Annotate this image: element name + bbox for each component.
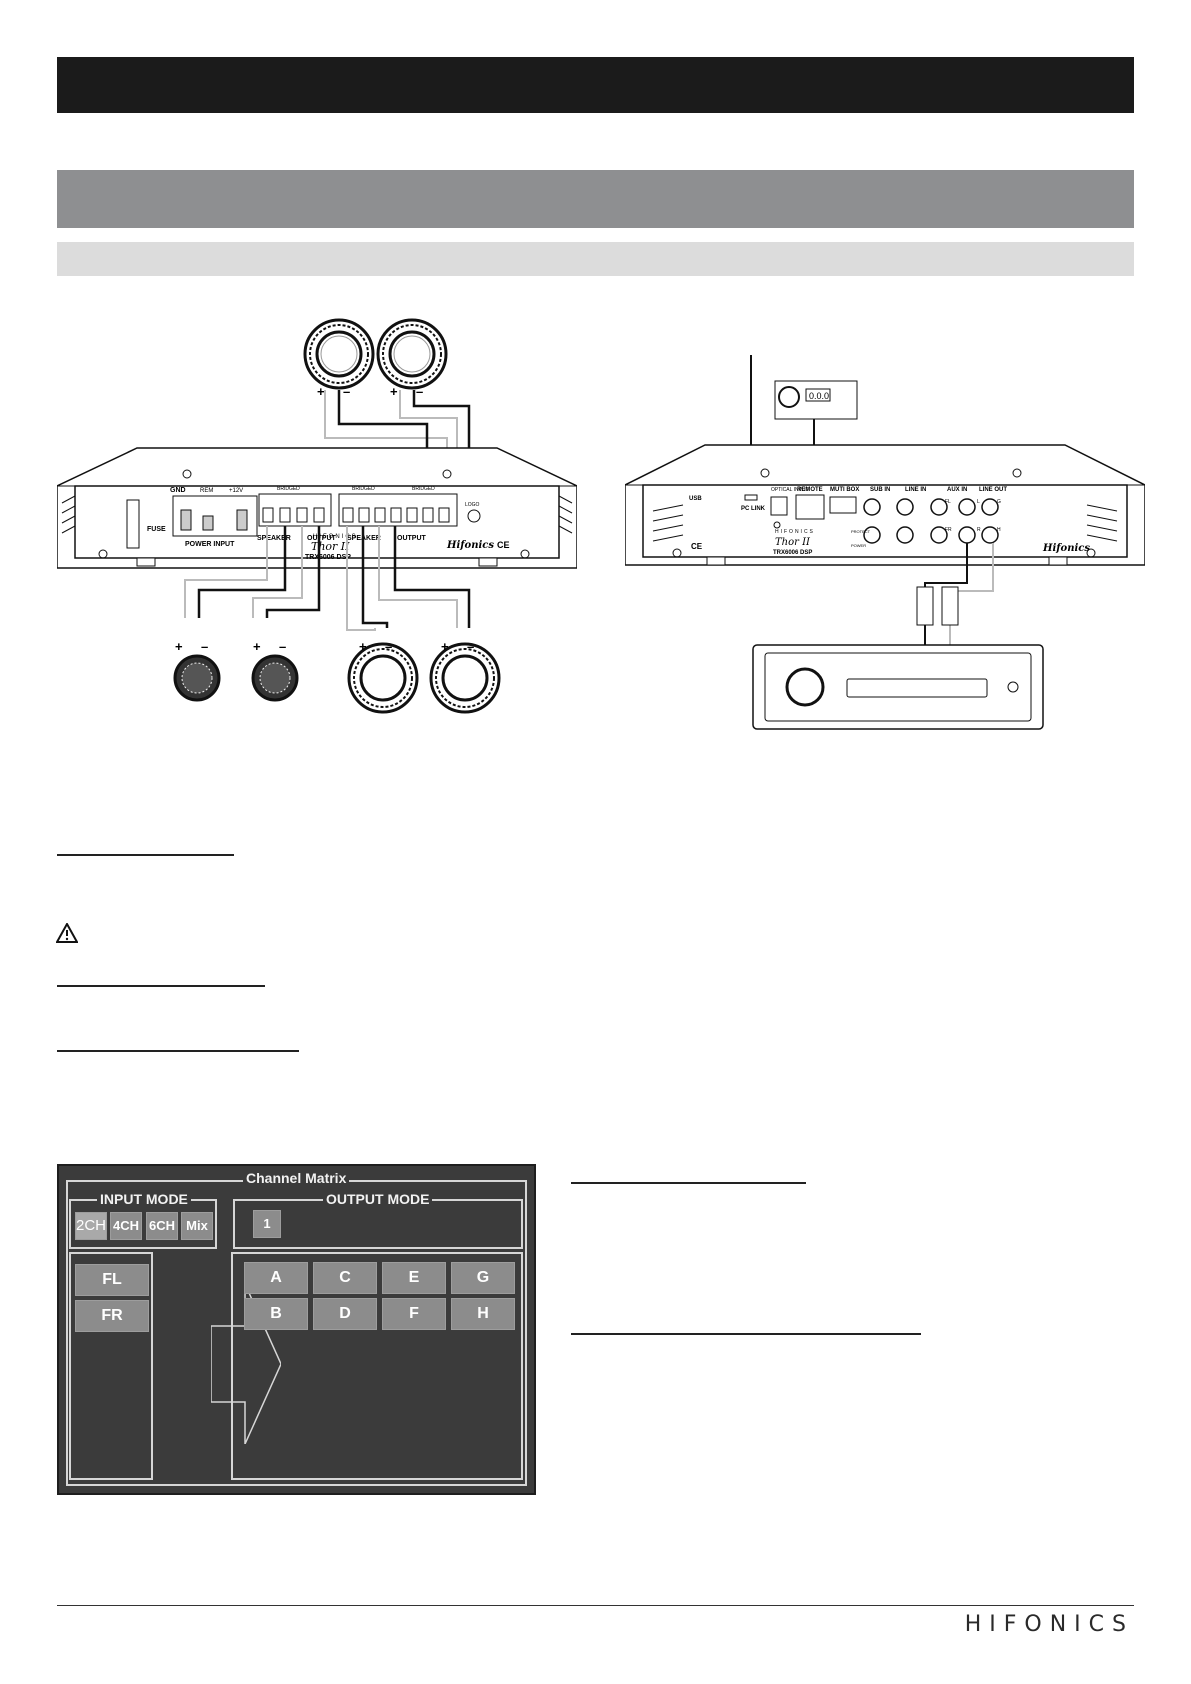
svg-text:FL: FL (945, 499, 951, 505)
speaker-wiring-diagram: + – + – FUSE GND REM +12V POWER INPUT (57, 318, 577, 738)
output-channel-f[interactable]: F (382, 1298, 446, 1330)
heading-underline-2 (57, 985, 265, 987)
svg-text:CE: CE (691, 542, 703, 551)
svg-text:–: – (467, 639, 474, 654)
svg-text:PC LINK: PC LINK (741, 506, 766, 512)
heading-underline-5 (571, 1333, 921, 1335)
header-bar (57, 57, 1134, 113)
svg-text:BRIDGED: BRIDGED (352, 486, 375, 492)
svg-text:+: + (441, 639, 449, 654)
output-channel-d[interactable]: D (313, 1298, 377, 1330)
svg-text:TRX6006 DSP: TRX6006 DSP (773, 550, 812, 556)
svg-text:USB: USB (689, 496, 702, 502)
svg-text:BRIDGED: BRIDGED (277, 486, 300, 492)
svg-text:GND: GND (170, 487, 186, 494)
heading-underline-4 (571, 1182, 806, 1184)
subsection-bar (57, 242, 1134, 276)
output-channel-g[interactable]: G (451, 1262, 515, 1294)
output-channel-c[interactable]: C (313, 1262, 377, 1294)
input-wiring-diagram: 0.0.0 USB PC LINK OPTICAL INPUT REMOTE M… (625, 355, 1145, 755)
svg-text:0.0.0: 0.0.0 (809, 391, 829, 401)
heading-underline-3 (57, 1050, 299, 1052)
output-channel-h[interactable]: H (451, 1298, 515, 1330)
svg-text:BRIDGED: BRIDGED (412, 486, 435, 492)
channel-matrix-panel: Channel Matrix INPUT MODE 2CH 4CH 6CH Mi… (57, 1164, 536, 1495)
svg-text:+: + (175, 639, 183, 654)
svg-text:CE: CE (497, 540, 510, 550)
svg-text:R: R (977, 527, 981, 533)
svg-text:–: – (279, 639, 286, 654)
svg-text:OUTPUT: OUTPUT (397, 535, 427, 542)
output-channel-a[interactable]: A (244, 1262, 308, 1294)
plus-label: + (317, 384, 325, 399)
svg-text:OUTPUT: OUTPUT (307, 535, 337, 542)
svg-text:–: – (385, 639, 392, 654)
svg-text:FR: FR (945, 527, 952, 533)
svg-text:MUTI BOX: MUTI BOX (830, 487, 859, 493)
amplifier-right: USB PC LINK OPTICAL INPUT REMOTE MUTI BO… (625, 444, 1145, 566)
amplifier-left: FUSE GND REM +12V POWER INPUT BRIDGED SP… (57, 447, 577, 569)
remote-controller: 0.0.0 (774, 380, 858, 420)
minus-label: – (343, 384, 350, 399)
svg-text:HIFONICS: HIFONICS (313, 534, 358, 540)
svg-text:POWER INPUT: POWER INPUT (185, 541, 235, 548)
svg-text:SUB IN: SUB IN (870, 487, 890, 493)
svg-text:LINE OUT: LINE OUT (979, 487, 1007, 493)
svg-text:–: – (416, 384, 423, 399)
svg-text:REM: REM (200, 488, 213, 494)
svg-text:PROTECT: PROTECT (851, 529, 871, 534)
speaker-bottom-left-icon (347, 642, 419, 714)
svg-text:+: + (390, 384, 398, 399)
svg-text:HIFONICS: HIFONICS (775, 529, 815, 535)
svg-text:L: L (977, 499, 980, 505)
warning-icon (56, 923, 78, 943)
section-bar (57, 170, 1134, 228)
output-mode-1-button[interactable]: 1 (253, 1210, 281, 1238)
input-mode-4ch-button[interactable]: 4CH (110, 1212, 142, 1240)
input-mode-6ch-button[interactable]: 6CH (146, 1212, 178, 1240)
tweeter-left-icon (173, 654, 221, 702)
svg-text:+: + (253, 639, 261, 654)
svg-text:SPEAKER: SPEAKER (257, 535, 291, 542)
output-channel-e[interactable]: E (382, 1262, 446, 1294)
footer-brand-logo: HIFONICS (964, 1612, 1134, 1637)
svg-text:LOGO: LOGO (465, 502, 480, 508)
svg-text:H: H (997, 527, 1001, 533)
speaker-top-left-icon (303, 318, 375, 390)
head-unit (752, 644, 1044, 730)
input-channel-fl[interactable]: FL (75, 1264, 149, 1296)
svg-text:Hifonics: Hifonics (1042, 543, 1090, 554)
output-mode-title: OUTPUT MODE (323, 1191, 433, 1207)
tweeter-right-icon (251, 654, 299, 702)
input-channels-frame (69, 1252, 153, 1480)
speaker-top-right-icon (376, 318, 448, 390)
svg-text:REMOTE: REMOTE (797, 487, 823, 493)
output-channel-b[interactable]: B (244, 1298, 308, 1330)
svg-text:AUX IN: AUX IN (947, 487, 967, 493)
svg-text:Hifonics: Hifonics (446, 540, 494, 551)
input-mode-title: INPUT MODE (97, 1191, 191, 1207)
svg-text:TRX6006 DSP: TRX6006 DSP (305, 554, 351, 561)
svg-text:OPTICAL INPUT: OPTICAL INPUT (771, 487, 809, 493)
svg-text:FUSE: FUSE (147, 526, 166, 533)
input-channel-fr[interactable]: FR (75, 1300, 149, 1332)
svg-text:+: + (359, 639, 367, 654)
channel-matrix-title: Channel Matrix (243, 1170, 350, 1186)
svg-text:G: G (997, 499, 1001, 505)
svg-text:Thor II: Thor II (311, 540, 350, 553)
footer-divider (57, 1605, 1134, 1606)
svg-text:–: – (201, 639, 208, 654)
speaker-bottom-right-icon (429, 642, 501, 714)
input-mode-2ch-button[interactable]: 2CH (75, 1212, 107, 1240)
input-mode-mix-button[interactable]: Mix (181, 1212, 213, 1240)
svg-text:LINE IN: LINE IN (905, 487, 926, 493)
heading-underline-1 (57, 854, 234, 856)
output-channels-frame (231, 1252, 523, 1480)
svg-text:POWER: POWER (851, 543, 866, 548)
svg-text:+12V: +12V (229, 488, 243, 494)
svg-text:Thor II: Thor II (775, 537, 811, 548)
